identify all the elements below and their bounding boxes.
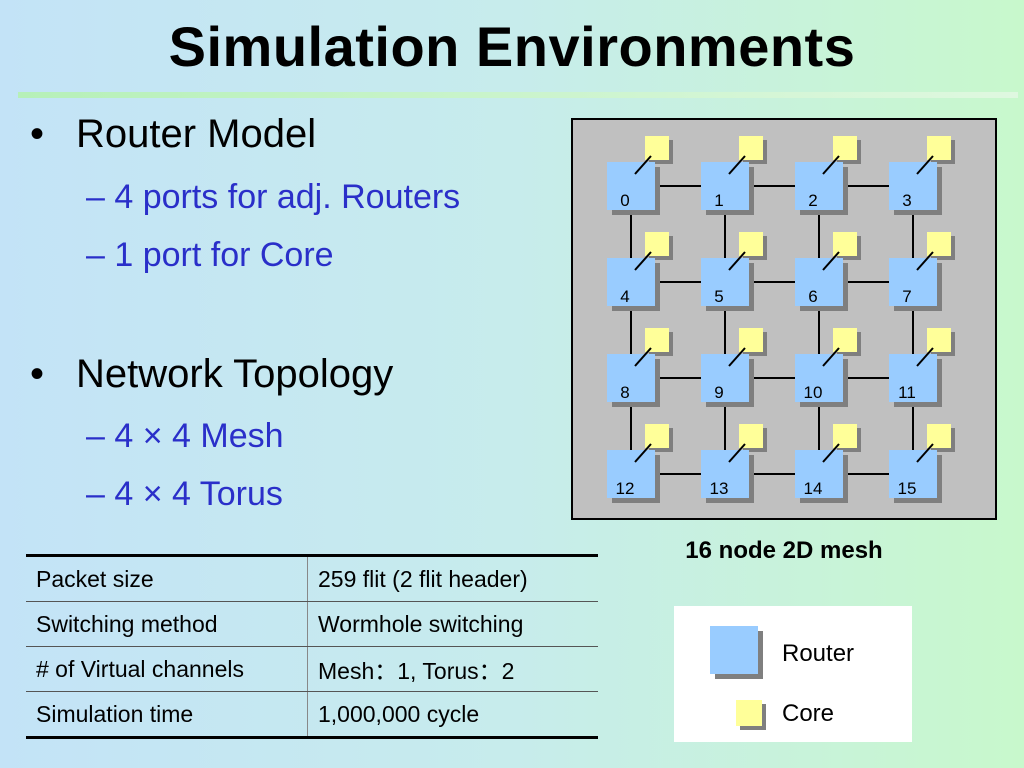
core-node bbox=[833, 232, 857, 256]
bullet-router-model: • Router Model bbox=[30, 112, 316, 157]
core-node bbox=[927, 232, 951, 256]
table-row: Simulation time 1,000,000 cycle bbox=[26, 691, 598, 739]
table-row: # of Virtual channels Mesh：1, Torus：2 bbox=[26, 646, 598, 692]
legend-core-label: Core bbox=[782, 700, 835, 727]
param-name: # of Virtual channels bbox=[26, 646, 308, 692]
router-node bbox=[889, 354, 937, 402]
legend-box: Router Core bbox=[674, 606, 912, 742]
router-core-link bbox=[728, 251, 746, 271]
core-node bbox=[927, 424, 951, 448]
param-name: Packet size bbox=[26, 554, 308, 602]
router-label: 13 bbox=[710, 479, 729, 498]
subbullet-core-port: – 1 port for Core bbox=[86, 236, 334, 274]
core-node bbox=[645, 424, 669, 448]
router-node bbox=[607, 354, 655, 402]
router-node bbox=[795, 258, 843, 306]
router-core-link bbox=[634, 251, 652, 271]
router-label: 9 bbox=[714, 383, 723, 402]
router-node bbox=[701, 162, 749, 210]
bullet-label: Router Model bbox=[76, 112, 317, 156]
router-label: 10 bbox=[804, 383, 823, 402]
router-core-link bbox=[728, 155, 746, 175]
router-label: 5 bbox=[714, 287, 723, 306]
param-value: Wormhole switching bbox=[307, 601, 598, 647]
router-node bbox=[889, 162, 937, 210]
bullet-glyph: • bbox=[30, 112, 45, 156]
router-label: 12 bbox=[616, 479, 635, 498]
router-label: 7 bbox=[902, 287, 911, 306]
param-name: Switching method bbox=[26, 601, 308, 647]
router-label: 8 bbox=[620, 383, 629, 402]
core-node bbox=[739, 136, 763, 160]
router-core-link bbox=[634, 443, 652, 463]
router-label: 15 bbox=[898, 479, 917, 498]
router-node bbox=[889, 450, 937, 498]
router-label: 4 bbox=[620, 287, 629, 306]
router-label: 11 bbox=[898, 383, 916, 402]
router-node bbox=[607, 162, 655, 210]
table-row: Packet size 259 flit (2 flit header) bbox=[26, 554, 598, 602]
router-node bbox=[607, 258, 655, 306]
router-label: 14 bbox=[804, 479, 823, 498]
router-core-link bbox=[822, 155, 840, 175]
core-node bbox=[645, 232, 669, 256]
bullet-network-topology: • Network Topology bbox=[30, 352, 393, 397]
legend-router-swatch bbox=[710, 626, 758, 674]
router-core-link bbox=[634, 155, 652, 175]
core-node bbox=[645, 136, 669, 160]
bullet-glyph: • bbox=[30, 352, 45, 396]
router-label: 2 bbox=[808, 191, 817, 210]
router-core-link bbox=[728, 443, 746, 463]
param-value: Mesh：1, Torus：2 bbox=[307, 646, 598, 692]
router-node bbox=[701, 258, 749, 306]
subbullet-adj-routers: – 4 ports for adj. Routers bbox=[86, 178, 461, 216]
param-value: 259 flit (2 flit header) bbox=[307, 554, 598, 602]
subbullet-mesh: – 4 × 4 Mesh bbox=[86, 417, 284, 455]
router-core-link bbox=[822, 443, 840, 463]
slide-title: Simulation Environments bbox=[168, 15, 856, 78]
core-node bbox=[927, 136, 951, 160]
mesh-caption: 16 node 2D mesh bbox=[685, 537, 883, 564]
legend-core-swatch bbox=[736, 700, 762, 726]
core-node bbox=[739, 232, 763, 256]
router-core-link bbox=[822, 347, 840, 367]
router-core-link bbox=[916, 155, 934, 175]
router-label: 0 bbox=[620, 191, 629, 210]
router-node bbox=[795, 354, 843, 402]
core-node bbox=[645, 328, 669, 352]
router-core-link bbox=[916, 347, 934, 367]
router-node bbox=[795, 162, 843, 210]
bullet-label: Network Topology bbox=[76, 352, 394, 396]
router-core-link bbox=[822, 251, 840, 271]
core-node bbox=[739, 424, 763, 448]
core-node bbox=[833, 328, 857, 352]
router-label: 6 bbox=[808, 287, 817, 306]
title-underline bbox=[18, 92, 1018, 98]
router-core-link bbox=[916, 251, 934, 271]
simulation-parameters-table: Packet size 259 flit (2 flit header) Swi… bbox=[26, 554, 598, 739]
router-core-link bbox=[728, 347, 746, 367]
router-label: 3 bbox=[902, 191, 911, 210]
core-node bbox=[739, 328, 763, 352]
core-node bbox=[833, 424, 857, 448]
router-node bbox=[607, 450, 655, 498]
core-node bbox=[927, 328, 951, 352]
subbullet-torus: – 4 × 4 Torus bbox=[86, 475, 283, 513]
router-label: 1 bbox=[714, 191, 723, 210]
router-node bbox=[889, 258, 937, 306]
router-node bbox=[701, 450, 749, 498]
core-node bbox=[833, 136, 857, 160]
router-core-link bbox=[634, 347, 652, 367]
table-row: Switching method Wormhole switching bbox=[26, 601, 598, 647]
router-node bbox=[795, 450, 843, 498]
legend-router-label: Router bbox=[782, 640, 855, 667]
param-value: 1,000,000 cycle bbox=[307, 691, 598, 739]
router-core-link bbox=[916, 443, 934, 463]
router-node bbox=[701, 354, 749, 402]
param-name: Simulation time bbox=[26, 691, 308, 739]
